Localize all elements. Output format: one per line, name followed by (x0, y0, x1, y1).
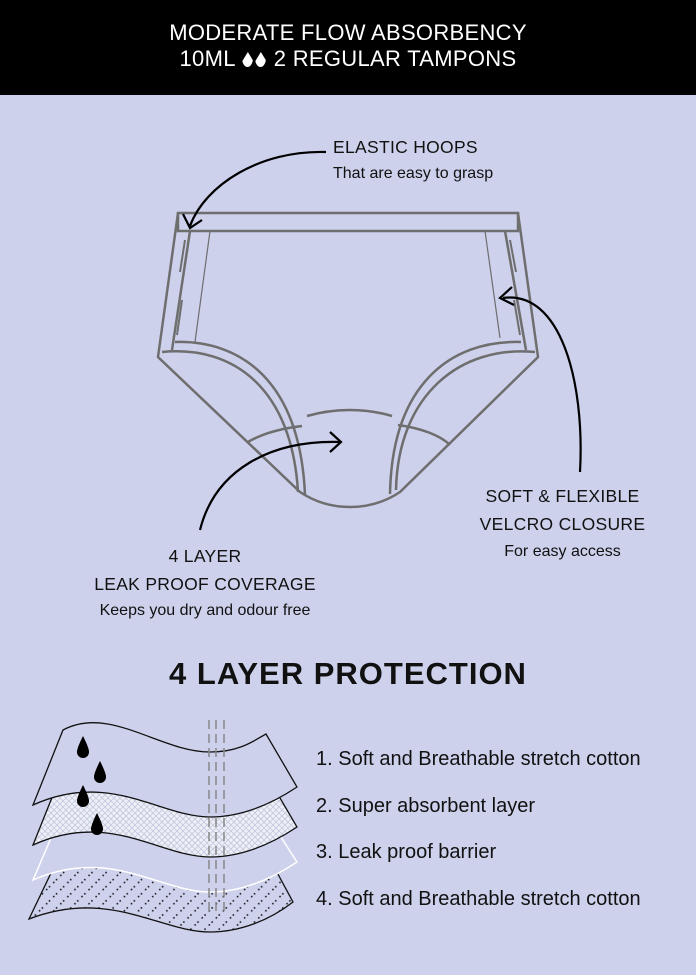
leak-arrow (198, 440, 341, 531)
absorbency-detail: 10ML 2 REGULAR TAMPONS (0, 46, 696, 72)
droplet-icons (77, 736, 106, 835)
leak-title-1: 4 LAYER (168, 546, 242, 566)
tampon-equivalent-text: 2 REGULAR TAMPONS (273, 46, 517, 71)
leak-subtitle: Keeps you dry and odour free (99, 602, 311, 619)
elastic-hoops-title: ELASTIC HOOPS (333, 137, 478, 157)
droplet-icon (91, 813, 103, 835)
absorbency-title: MODERATE FLOW ABSORBENCY (169, 20, 527, 45)
droplet-icon (242, 52, 254, 67)
droplet-icon (94, 761, 106, 783)
callout-arrows (182, 150, 582, 531)
arrow-head (498, 286, 515, 306)
arrow-head (182, 213, 203, 230)
leak-title-2: LEAK PROOF COVERAGE (94, 574, 316, 594)
layer-1-cotton (31, 722, 298, 818)
absorbency-banner: MODERATE FLOW ABSORBENCY 10ML 2 REGULAR … (0, 0, 696, 95)
layer-item: 1. Soft and Breathable stretch cotton (316, 748, 641, 770)
volume-text: 10ML (179, 46, 235, 71)
arrow-head (329, 431, 343, 453)
droplet-icon (77, 736, 89, 758)
velcro-subtitle: For easy access (504, 543, 621, 560)
droplet-icon (255, 52, 267, 67)
layer-diagram (27, 720, 299, 933)
velcro-title-1: SOFT & FLEXIBLE (485, 486, 640, 506)
protection-title: 4 LAYER PROTECTION (169, 656, 527, 691)
layer-item: 4. Soft and Breathable stretch cotton (316, 888, 641, 910)
velcro-title-2: VELCRO CLOSURE (479, 514, 646, 534)
layer-item: 2. Super absorbent layer (316, 795, 536, 817)
elastic-arrow (188, 150, 327, 227)
brief-drawing (156, 211, 540, 509)
layer-item: 3. Leak proof barrier (316, 841, 497, 863)
velcro-arrow (502, 296, 582, 473)
elastic-hoops-subtitle: That are easy to grasp (333, 165, 494, 182)
droplet-icon (77, 785, 89, 807)
